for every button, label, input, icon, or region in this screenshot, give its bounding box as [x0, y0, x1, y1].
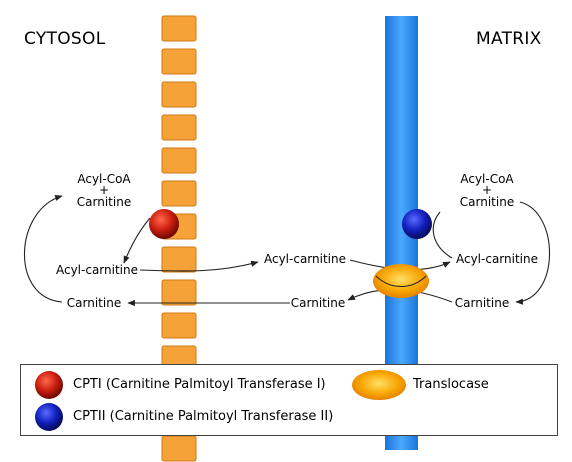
translocase-channel-line	[375, 275, 427, 287]
translocase-legend-label: Translocase	[413, 377, 489, 392]
legend-box: CPTI (Carnitine Palmitoyl Transferase I)…	[20, 364, 558, 436]
acyl-carnitine-mid-label: Acyl-carnitine	[264, 252, 346, 266]
cytosol-label: CYTOSOL	[24, 29, 106, 49]
legend-swatches	[35, 370, 406, 431]
acyl-coa-left-label: Acyl-CoA	[77, 172, 131, 186]
plus-left-label: +	[99, 183, 109, 197]
cpt1-legend-swatch	[35, 371, 63, 399]
acyl-carnitine-right-label: Acyl-carnitine	[456, 252, 538, 266]
acyl-coa-right-label: Acyl-CoA	[460, 172, 514, 186]
cpt1-enzyme	[149, 209, 179, 239]
acyl-carnitine-left-label: Acyl-carnitine	[56, 263, 138, 277]
cpt2-enzyme	[402, 209, 432, 239]
translocase-legend-swatch	[352, 370, 406, 400]
reaction-arrows	[23, 194, 551, 307]
carnitine-left-bottom-label: Carnitine	[67, 296, 121, 310]
carnitine-left-top-label: Carnitine	[77, 195, 131, 209]
plus-right-label: +	[482, 183, 492, 197]
matrix-label: MATRIX	[476, 29, 542, 49]
carnitine-right-top-label: Carnitine	[460, 195, 514, 209]
cpt1-legend-label: CPTI (Carnitine Palmitoyl Transferase I)	[73, 377, 326, 392]
cpt2-legend-swatch	[35, 403, 63, 431]
carnitine-mid-label: Carnitine	[291, 296, 345, 310]
translocase-protein	[373, 264, 429, 298]
carnitine-right-bottom-label: Carnitine	[455, 296, 509, 310]
cpt2-legend-label: CPTII (Carnitine Palmitoyl Transferase I…	[73, 409, 334, 424]
